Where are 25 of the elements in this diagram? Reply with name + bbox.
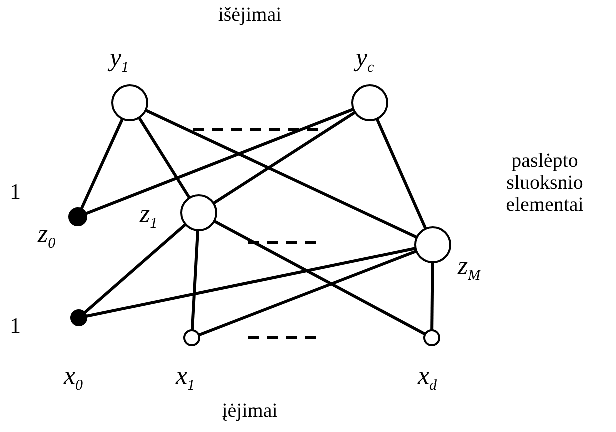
connection-line: [214, 220, 426, 336]
connection-line: [86, 247, 416, 318]
connection-line: [80, 118, 124, 210]
layer-caption: išėjimai: [217, 4, 283, 26]
layer-caption: paslėpto sluoksnio elementai: [505, 150, 585, 216]
node-label: y$_{1}$: [110, 44, 130, 82]
node-label: y$_{c}$: [356, 44, 374, 82]
connection-line: [86, 108, 354, 216]
bias-value: 1: [10, 180, 21, 204]
connection-line: [84, 224, 186, 314]
node-label: z$_{0}$: [38, 220, 56, 254]
node-label: x$_{d}$: [418, 362, 438, 396]
connection-line: [213, 111, 356, 205]
bias-value: 1: [10, 314, 21, 338]
connection-line: [190, 230, 200, 330]
node-label: x$_{0}$: [64, 362, 84, 396]
connection-line: [430, 262, 434, 330]
node-label: z$_{M}$: [458, 252, 481, 286]
layer-caption: įėjimai: [221, 400, 279, 422]
node-label: z$_{1}$: [140, 200, 158, 234]
connection-line: [146, 109, 418, 239]
connection-line: [138, 117, 191, 199]
node-label: x$_{1}$: [176, 362, 196, 396]
connection-line: [198, 250, 417, 337]
connection-line: [376, 118, 428, 230]
